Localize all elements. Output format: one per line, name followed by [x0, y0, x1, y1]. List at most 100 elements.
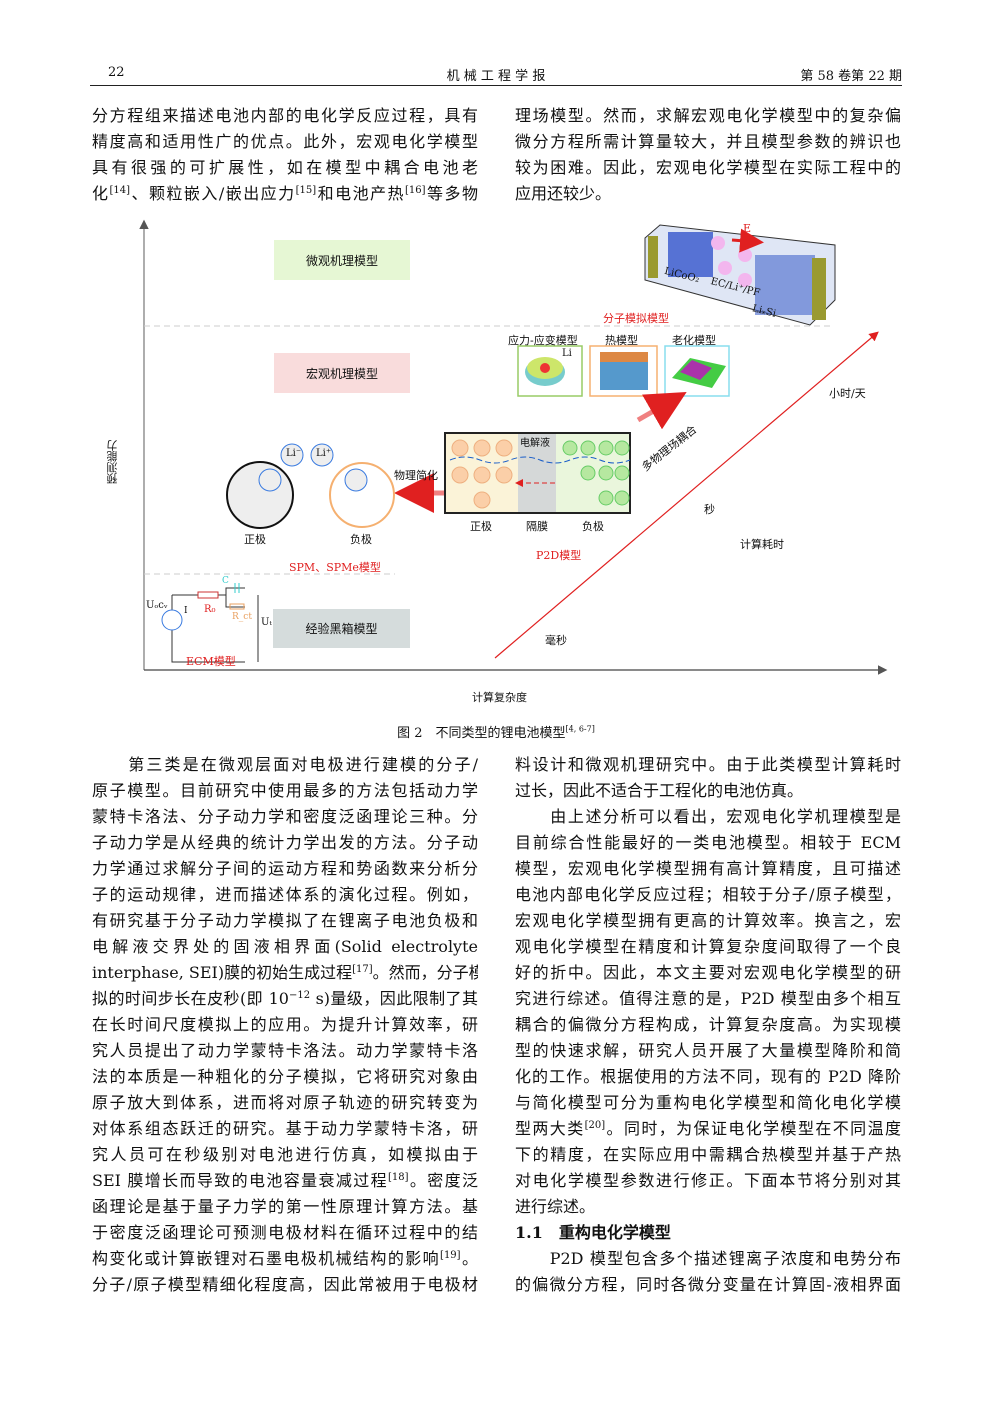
text-line: 究人员可在秒级别对电池进行仿真，如模拟由于 — [92, 1142, 478, 1168]
text-column-top-right: 理场模型。然而，求解宏观电化学模型中的复杂偏微分方程所需计算量较大，并且模型参数… — [515, 103, 901, 207]
time-cost-label: 计算耗时 — [740, 538, 784, 551]
text-segment: 过长，因此不适合于工程化的电池仿真。 — [515, 781, 804, 800]
text-line: 函理论是基于量子力学的第一性原理计算方法。基 — [92, 1194, 478, 1220]
text-line: 分子/原子模型精细化程度高，因此常被用于电极材 — [92, 1272, 478, 1298]
text-line: 分方程组来描述电池内部的电化学反应过程，具有 — [92, 103, 478, 129]
text-segment: 观电化学模型在精度和计算复杂度间取得了一个良 — [515, 937, 901, 956]
text-segment: 微分方程所需计算量较大，并且模型参数的辨识也 — [515, 132, 901, 151]
citation-superscript: [20] — [584, 1120, 606, 1131]
text-line: P2D 模型包含多个描述锂离子浓度和电势分布 — [515, 1246, 901, 1272]
text-segment: 目前综合性能最好的一类电池模型。相较于 ECM — [515, 833, 901, 852]
text-line: 法的本质是一种粗化的分子模拟，它将研究对象由 — [92, 1064, 478, 1090]
text-segment: 法的本质是一种粗化的分子模拟，它将研究对象由 — [92, 1067, 478, 1086]
text-column-top-left: 分方程组来描述电池内部的电化学反应过程，具有精度高和适用性广的优点。此外，宏观电… — [92, 103, 478, 207]
macro-model-box: 宏观机理模型 — [274, 353, 410, 393]
text-segment: 的偏微分方程，同时各微分变量在计算固-液相界面 — [515, 1275, 901, 1294]
ion-label: Li⁺ — [316, 448, 332, 459]
text-segment: 1.1 重构电化学模型 — [515, 1223, 671, 1242]
x-axis-label: 计算复杂度 — [472, 691, 527, 704]
text-segment: 下的精度，在实际应用中需耦合热模型并基于产热 — [515, 1145, 901, 1164]
text-segment: 。同时，为保证电化学模型在不同温度 — [605, 1119, 901, 1138]
text-segment: 究人员可在秒级别对电池进行仿真，如模拟由于 — [92, 1145, 478, 1164]
time-seconds-label: 秒 — [704, 503, 715, 516]
issue-info: 第 58 卷第 22 期 — [800, 69, 902, 84]
molecular-sim-image — [644, 224, 836, 326]
citation-superscript: [17] — [352, 964, 373, 975]
aging-model-label: 老化模型 — [672, 334, 716, 347]
spm-positive-particle — [226, 461, 294, 529]
micro-model-box: 微观机理模型 — [274, 240, 410, 280]
text-segment: 对电化学模型参数进行修正。下面本节将分别对其 — [515, 1171, 901, 1190]
text-line: 好的折中。因此，本文主要对宏观电化学模型的研 — [515, 960, 901, 986]
citation-superscript: [15] — [295, 185, 317, 196]
text-segment: 原子放大到体系，进而将对原子轨迹的研究转变为 — [92, 1093, 478, 1112]
p2d-diagram — [444, 432, 631, 514]
text-line: 模型，宏观电化学模型拥有高计算精度，且可描述 — [515, 856, 901, 882]
text-line: 料设计和微观机理研究中。由于此类模型计算耗时 — [515, 752, 901, 778]
text-segment: 。 — [460, 1249, 478, 1268]
text-segment: 。然而，分子模 — [372, 963, 478, 982]
text-line: interphase, SEI)膜的初始生成过程[17]。然而，分子模 — [92, 960, 478, 986]
journal-title: 机 械 工 程 学 报 — [446, 69, 546, 84]
text-segment: 与简化模型可分为重构电化学模型和简化电化学模 — [515, 1093, 901, 1112]
text-line: 理场模型。然而，求解宏观电化学模型中的复杂偏 — [515, 103, 901, 129]
text-line: 对电化学模型参数进行修正。下面本节将分别对其 — [515, 1168, 901, 1194]
text-segment: 对体系组态跃迁的研究。基于动力学蒙特卡洛，研 — [92, 1119, 478, 1138]
text-segment: 化 — [92, 184, 110, 203]
text-line: 力学通过求解分子间的运动方程和势函数来分析分 — [92, 856, 478, 882]
text-segment: 力学通过求解分子间的运动方程和势函数来分析分 — [92, 859, 478, 878]
text-line: 原子模型。目前研究中使用最多的方法包括动力学 — [92, 778, 478, 804]
text-line: 有研究基于分子动力学模拟了在锂离子电池负极和 — [92, 908, 478, 934]
text-segment: 第三类是在微观层面对电极进行建模的分子/ — [92, 755, 478, 774]
text-segment: 。密度泛 — [408, 1171, 478, 1190]
text-line: 型两大类[20]。同时，为保证电化学模型在不同温度 — [515, 1116, 901, 1142]
text-segment: 耦合的偏微分方程构成，计算复杂度高。为实现模 — [515, 1015, 901, 1034]
ecm-ut: Uₜ — [261, 617, 272, 628]
li-label: Li — [562, 348, 572, 359]
text-segment: 子动力学是从经典的统计力学出发的方法。分子动 — [92, 833, 478, 852]
citation-superscript: [18] — [387, 1172, 409, 1183]
text-segment: 由上述分析可以看出，宏观电化学机理模型是 — [515, 807, 901, 826]
text-line: 原子放大到体系，进而将对原子轨迹的研究转变为 — [92, 1090, 478, 1116]
figure-graphics — [139, 219, 888, 675]
ecm-r0: R₀ — [204, 604, 216, 615]
text-line: 型的快速求解，研究人员开展了大量模型降阶和简 — [515, 1038, 901, 1064]
text-segment: 好的折中。因此，本文主要对宏观电化学模型的研 — [515, 963, 901, 982]
text-segment: 究进行综述。值得注意的是，P2D 模型由多个相互 — [515, 989, 901, 1008]
text-segment: 具有很强的可扩展性，如在模型中耦合电池老 — [92, 158, 478, 177]
citation-superscript: −12 — [288, 990, 311, 1001]
text-segment: SEI 膜增长而导致的电池容量衰减过程 — [92, 1171, 388, 1190]
time-hours-label: 小时/天 — [829, 387, 866, 400]
text-line: 过长，因此不适合于工程化的电池仿真。 — [515, 778, 901, 804]
text-line: 应用还较少。 — [515, 181, 901, 207]
text-segment: 子的运动规律，进而描述体系的演化过程。例如， — [92, 885, 478, 904]
ecm-uocv: Uₒcᵥ — [146, 600, 168, 611]
text-line: 化的工作。根据使用的方法不同，现有的 P2D 降阶 — [515, 1064, 901, 1090]
header-rule — [90, 85, 902, 86]
section-heading: 1.1 重构电化学模型 — [515, 1220, 901, 1246]
text-line: 电池内部电化学反应过程；相较于分子/原子模型， — [515, 882, 901, 908]
text-segment: 较为困难。因此，宏观电化学模型在实际工程中的 — [515, 158, 901, 177]
text-segment: 分子/原子模型精细化程度高，因此常被用于电极材 — [92, 1275, 478, 1294]
ecm-rct: R_ct — [232, 612, 252, 622]
text-line: 耦合的偏微分方程构成，计算复杂度高。为实现模 — [515, 1012, 901, 1038]
spm-positive-label: 正极 — [244, 533, 266, 546]
text-line: 由上述分析可以看出，宏观电化学机理模型是 — [515, 804, 901, 830]
text-line: 较为困难。因此，宏观电化学模型在实际工程中的 — [515, 155, 901, 181]
time-ms-label: 毫秒 — [545, 634, 567, 647]
ecm-model-label: ECM模型 — [186, 655, 236, 668]
text-segment: 电池内部电化学反应过程；相较于分子/原子模型， — [515, 885, 901, 904]
text-segment: 蒙特卡洛法、分子动力学和密度泛函理论三种。分 — [92, 807, 478, 826]
text-line: 进行综述。 — [515, 1194, 901, 1220]
text-segment: 函理论是基于量子力学的第一性原理计算方法。基 — [92, 1197, 478, 1216]
text-segment: interphase, SEI)膜的初始生成过程 — [92, 963, 353, 982]
text-line: 第三类是在微观层面对电极进行建模的分子/ — [92, 752, 478, 778]
coupling-arrow — [636, 392, 687, 430]
citation-superscript: [14] — [109, 185, 131, 196]
text-segment: 究人员提出了动力学蒙特卡洛法。动力学蒙特卡洛 — [92, 1041, 478, 1060]
text-line: 对体系组态跃迁的研究。基于动力学蒙特卡洛，研 — [92, 1116, 478, 1142]
text-segment: 等多物 — [425, 184, 478, 203]
molecular-model-label: 分子模拟模型 — [603, 312, 669, 325]
ecm-circuit — [161, 583, 259, 663]
text-segment: s)量级，因此限制了其 — [310, 989, 478, 1008]
